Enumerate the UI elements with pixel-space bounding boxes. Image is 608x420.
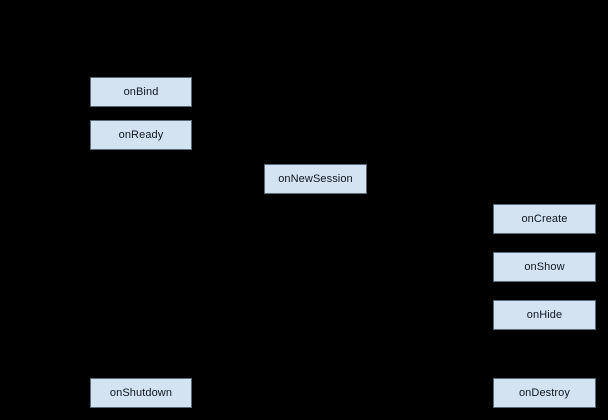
node-on-ready[interactable]: onReady [90,120,192,150]
node-label: onHide [526,308,563,321]
node-label: onBind [123,85,159,98]
node-on-new-session[interactable]: onNewSession [264,164,367,194]
node-on-destroy[interactable]: onDestroy [493,378,596,408]
node-on-hide[interactable]: onHide [493,300,596,330]
node-on-show[interactable]: onShow [493,252,596,282]
node-on-bind[interactable]: onBind [90,77,192,107]
node-label: onNewSession [278,172,353,185]
node-on-shutdown[interactable]: onShutdown [90,378,192,408]
node-label: onCreate [521,212,568,225]
node-on-create[interactable]: onCreate [493,204,596,234]
node-label: onShutdown [109,386,173,399]
node-label: onReady [118,128,164,141]
node-label: onShow [524,260,565,273]
node-label: onDestroy [518,386,571,399]
